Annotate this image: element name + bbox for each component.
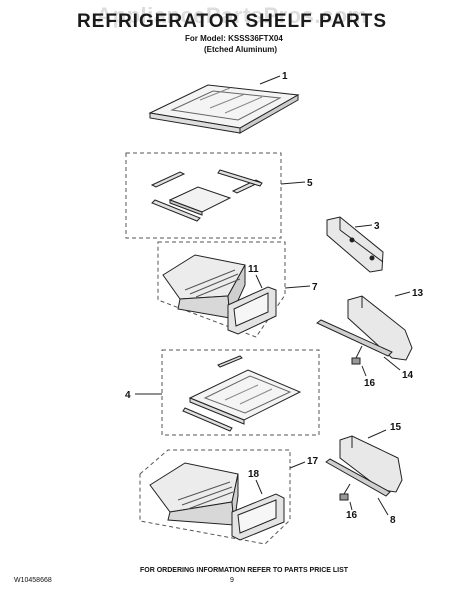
part-slide-cover-13 xyxy=(347,295,413,361)
callout-11: 11 xyxy=(248,264,259,275)
callout-3: 3 xyxy=(374,221,380,232)
callout-14: 14 xyxy=(402,370,414,381)
callout-18: 18 xyxy=(248,469,260,480)
callout-7: 7 xyxy=(312,282,318,293)
callout-5: 5 xyxy=(307,178,313,189)
callout-16-upper: 16 xyxy=(364,378,376,389)
document-number: W10458668 xyxy=(14,577,52,584)
page-number: 9 xyxy=(230,577,234,584)
callout-1: 1 xyxy=(282,71,288,82)
callout-4: 4 xyxy=(125,390,131,401)
part-glass-shelf-4 xyxy=(182,355,302,432)
part-crisper-drawer-front-18 xyxy=(231,493,285,541)
callout-13: 13 xyxy=(412,288,424,299)
part-group-4-box xyxy=(161,349,320,436)
callout-8: 8 xyxy=(390,515,396,526)
callout-17: 17 xyxy=(307,456,319,467)
ordering-note: FOR ORDERING INFORMATION REFER TO PARTS … xyxy=(140,567,349,574)
part-crisper-drawer-front-11 xyxy=(227,286,277,335)
part-slide-cover-15 xyxy=(339,435,403,493)
part-group-5-box xyxy=(125,152,282,239)
part-screw-16 xyxy=(351,345,363,365)
part-shelf-trims xyxy=(150,169,263,222)
part-crisper-bin-lower xyxy=(149,462,239,526)
part-rail-14 xyxy=(316,319,393,357)
callout-16-lower: 16 xyxy=(346,510,358,521)
part-screw-16-lower xyxy=(339,483,351,501)
finish-line: (Etched Aluminum) xyxy=(204,45,278,54)
part-bracket-3 xyxy=(326,216,384,273)
watermark: AppliancePartsPros.com xyxy=(96,3,368,28)
part-glass-shelf xyxy=(148,84,300,134)
model-line: For Model: KSSS36FTX04 xyxy=(185,34,283,43)
callout-15: 15 xyxy=(390,422,402,433)
part-group-17-box xyxy=(139,449,291,545)
page-title: REFRIGERATOR SHELF PARTS xyxy=(76,11,388,32)
part-rail-8 xyxy=(325,458,391,497)
